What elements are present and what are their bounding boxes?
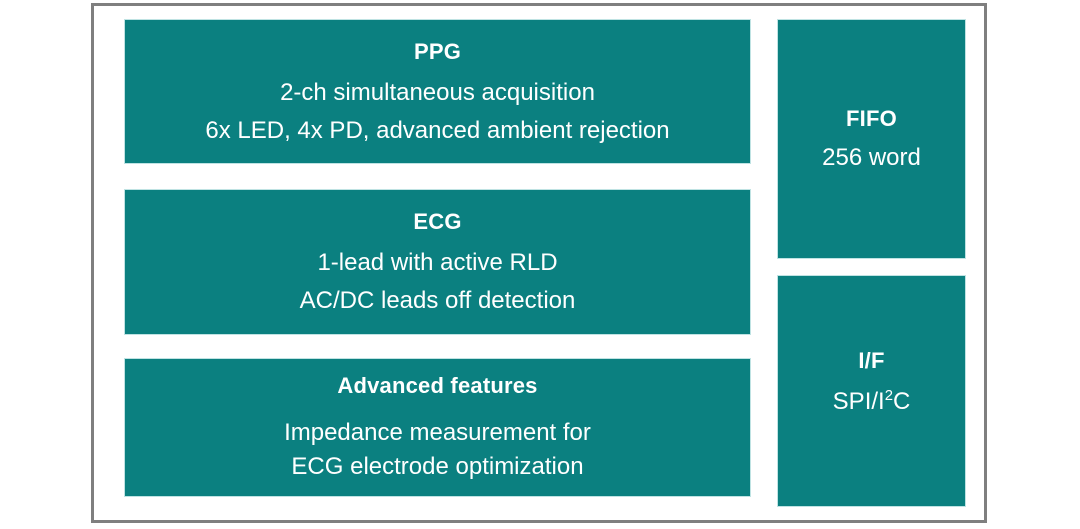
block-interface-content: I/F SPI/I2C (833, 347, 911, 417)
block-ecg-title: ECG (413, 209, 462, 234)
block-fifo: FIFO 256 word (777, 19, 966, 259)
block-ecg-line-1: 1-lead with active RLD (317, 249, 558, 276)
block-ppg-title: PPG (413, 38, 462, 64)
block-interface-line-1-after: C (892, 388, 911, 415)
block-interface-line-1-superscript: 2 (884, 388, 893, 404)
block-advanced-features-line-1: Impedance measurement for (284, 418, 591, 446)
block-advanced-features: Advanced features Impedance measurement … (124, 358, 751, 497)
block-advanced-features-title: Advanced features (337, 372, 538, 398)
diagram-frame: PPG 2-ch simultaneous acquisition 6x LED… (91, 3, 987, 523)
block-ecg: ECG 1-lead with active RLD AC/DC leads o… (124, 189, 751, 335)
block-fifo-title: FIFO (846, 106, 897, 131)
block-interface: I/F SPI/I2C (777, 275, 966, 507)
block-ppg-line-1: 2-ch simultaneous acquisition (280, 78, 595, 106)
block-fifo-line-1: 256 word (822, 144, 921, 171)
block-ecg-line-2: AC/DC leads off detection (299, 287, 576, 314)
block-ppg: PPG 2-ch simultaneous acquisition 6x LED… (124, 19, 751, 164)
block-advanced-features-line-2: ECG electrode optimization (291, 452, 584, 480)
block-interface-title: I/F (858, 348, 885, 373)
block-interface-line-1: SPI/I2C (833, 387, 911, 417)
block-interface-line-1-before: SPI/I (832, 388, 885, 415)
block-ppg-line-2: 6x LED, 4x PD, advanced ambient rejectio… (205, 116, 670, 144)
